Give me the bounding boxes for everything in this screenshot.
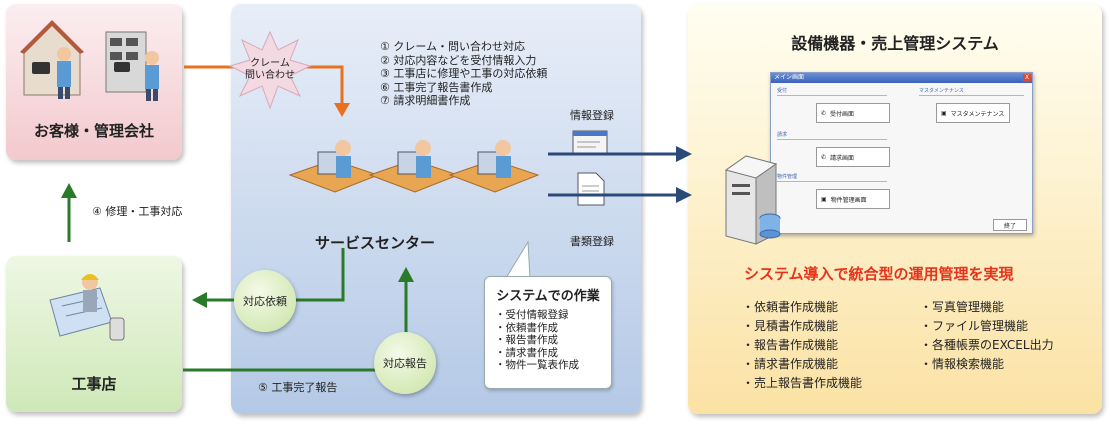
report-bubble-label: 対応報告 xyxy=(383,357,427,370)
section-request: 請求 xyxy=(777,132,788,138)
callout-item: ・受付情報登録 xyxy=(495,309,569,321)
contractor-title: 工事店 xyxy=(71,375,117,393)
feature-item: ・依頼書作成機能 xyxy=(742,300,839,314)
window-close-icon[interactable]: X xyxy=(1023,74,1031,82)
master-button[interactable]: ▣マスタメンテナンス xyxy=(936,103,1010,123)
feature-item: ・報告書作成機能 xyxy=(742,338,839,352)
system-title: 設備機器・売上管理システム xyxy=(791,34,999,53)
feature-item: ・請求書作成機能 xyxy=(742,357,839,371)
feature-item: ・売上報告書作成機能 xyxy=(742,376,863,390)
burst-line2: 問い合わせ xyxy=(245,70,295,81)
callout-title: システムでの作業 xyxy=(496,289,600,304)
repair-label: ④ 修理・工事対応 xyxy=(92,205,183,218)
step-item: ③ 工事店に修理や工事の対応依頼 xyxy=(380,67,548,80)
property-button[interactable]: ▣物件管理画面 xyxy=(816,189,890,209)
callout-pointer xyxy=(505,240,531,279)
window-title: メイン画面 xyxy=(771,73,1032,83)
section-master: マスタメンテナンス xyxy=(919,88,964,94)
callout-item: ・請求書作成 xyxy=(495,346,558,359)
building-icon: ▣ xyxy=(821,195,827,203)
request-bubble: 対応依頼 xyxy=(234,270,296,332)
report-bubble: 対応報告 xyxy=(374,332,436,394)
end-button[interactable]: 終了 xyxy=(993,219,1027,231)
feature-item: ・写真管理機能 xyxy=(920,300,1005,314)
system-tasks-callout: システムでの作業 ・受付情報登録 ・依頼書作成 ・報告書作成 ・請求書作成 ・物… xyxy=(484,276,612,389)
system-headline: システム導入で統合型の運用管理を実現 xyxy=(744,265,1014,283)
feature-item: ・情報検索機能 xyxy=(920,357,1005,371)
doc-register-label: 書類登録 xyxy=(570,235,614,248)
feature-item: ・各種帳票のEXCEL出力 xyxy=(920,338,1054,352)
box-icon: ▣ xyxy=(941,109,947,117)
callout-item: ・物件一覧表作成 xyxy=(495,359,579,371)
main-screen-window: メイン画面 X 受付 マスタメンテナンス ✆受付画面 ▣マスタメンテナンス 請求… xyxy=(770,72,1033,234)
callout-item: ・依頼書作成 xyxy=(495,321,558,334)
info-register-label: 情報登録 xyxy=(570,109,614,122)
request-bubble-label: 対応依頼 xyxy=(243,295,287,308)
step-item: ② 対応内容などを受付情報入力 xyxy=(380,53,537,67)
step-item: ⑦ 請求明細書作成 xyxy=(380,94,471,107)
step-item: ① クレーム・問い合わせ対応 xyxy=(380,40,526,53)
section-property: 物件管理 xyxy=(777,174,798,180)
features-right: ・写真管理機能 ・ファイル管理機能 ・各種帳票のEXCEL出力 ・情報検索機能 xyxy=(920,298,1054,374)
feature-item: ・ファイル管理機能 xyxy=(920,319,1029,333)
center-title: サービスセンター xyxy=(314,234,435,252)
feature-item: ・見積書作成機能 xyxy=(742,319,839,333)
register-arrows xyxy=(548,146,692,203)
info-window-icon xyxy=(572,130,608,156)
callout-item: ・報告書作成 xyxy=(495,334,558,346)
step-item: ⑥ 工事完了報告書作成 xyxy=(380,80,493,94)
section-reception: 受付 xyxy=(777,88,788,94)
completion-label: ⑤ 工事完了報告 xyxy=(258,381,338,394)
request-button[interactable]: ✆請求画面 xyxy=(816,147,890,167)
customer-title: お客様・管理会社 xyxy=(33,122,154,140)
operators-icon xyxy=(288,140,540,193)
server-icon xyxy=(724,155,781,245)
claim-burst xyxy=(228,30,312,110)
features-left: ・依頼書作成機能 ・見積書作成機能 ・報告書作成機能 ・請求書作成機能 ・売上報… xyxy=(742,298,862,393)
customer-people-icon xyxy=(20,20,159,101)
reception-button-label: 受付画面 xyxy=(830,110,855,118)
reception-button[interactable]: ✆受付画面 xyxy=(816,103,890,123)
property-button-label: 物件管理画面 xyxy=(830,196,867,204)
master-button-label: マスタメンテナンス xyxy=(950,110,1005,118)
contractor-worker-icon xyxy=(49,274,125,341)
phone-icon: ✆ xyxy=(821,109,827,117)
request-button-label: 請求画面 xyxy=(830,154,855,162)
burst-line1: クレーム xyxy=(250,58,290,69)
center-steps: ① クレーム・問い合わせ対応 ② 対応内容などを受付情報入力 ③ 工事店に修理や… xyxy=(380,40,547,108)
worker-icon: ✆ xyxy=(821,153,827,161)
